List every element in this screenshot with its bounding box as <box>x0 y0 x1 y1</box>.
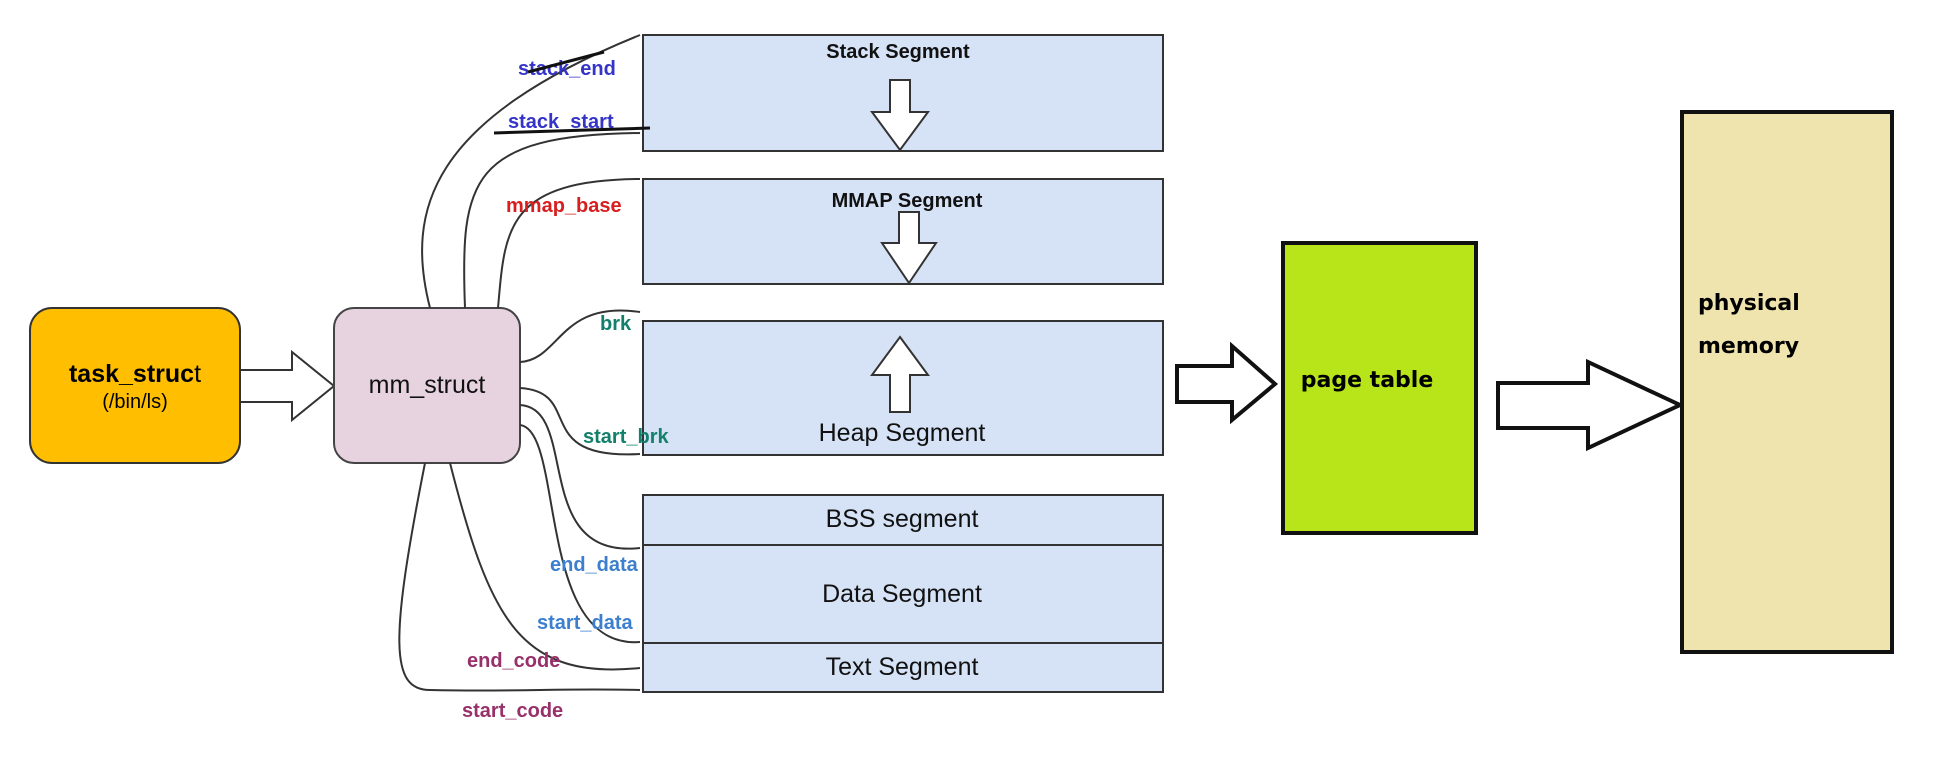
pointer-curves <box>398 34 641 692</box>
curve-start-code <box>398 462 641 692</box>
start-data-label: start_data <box>537 612 633 634</box>
mmap-segment-label: MMAP Segment <box>832 190 983 212</box>
stack-segment: Stack Segment <box>642 34 1164 152</box>
mm-struct-shape <box>333 307 521 464</box>
heap-segment-label: Heap Segment <box>819 419 986 447</box>
bss-segment-box <box>642 494 1164 546</box>
arrow-task-to-mm <box>239 349 336 423</box>
page-table-shape <box>1281 241 1478 535</box>
mm-struct-box: mm_struct <box>333 307 521 464</box>
end-code-label: end_code <box>467 650 560 672</box>
curve-start-data <box>519 424 641 644</box>
task-struct-box: task_struct (/bin/ls) <box>29 307 241 464</box>
curve-end-data <box>519 404 641 550</box>
page-table-box: page table <box>1281 241 1478 535</box>
stack-segment-label: Stack Segment <box>826 41 970 63</box>
physical-memory-box: physical memory <box>1680 110 1894 654</box>
mm-struct-label: mm_struct <box>369 371 486 399</box>
curve-brk <box>519 309 641 363</box>
brk-label: brk <box>600 313 632 335</box>
mmap-segment: MMAP Segment <box>642 178 1164 285</box>
text-segment-box <box>642 642 1164 693</box>
stack-end-underline <box>527 50 605 74</box>
text-segment: Text Segment <box>642 642 1164 693</box>
arrow-page-table-to-physical-memory <box>1496 358 1685 452</box>
bss-segment: BSS segment <box>642 494 1164 546</box>
mmap-base-label: mmap_base <box>506 195 622 217</box>
physical-memory-shape <box>1680 110 1894 654</box>
bss-segment-label: BSS segment <box>826 505 979 533</box>
arrow-segments-to-page-table <box>1175 341 1279 425</box>
page-table-label: page table <box>1301 368 1434 393</box>
task-struct-subtitle: (/bin/ls) <box>102 391 168 413</box>
physical-memory-line1: physical <box>1698 291 1800 316</box>
end-data-label: end_data <box>550 554 639 576</box>
curve-start-brk <box>519 387 641 456</box>
physical-memory-line2: memory <box>1698 334 1799 359</box>
curve-stack-end <box>421 34 641 309</box>
stack-start-underline <box>493 126 651 135</box>
text-segment-label: Text Segment <box>826 653 979 681</box>
curve-stack-start <box>463 132 641 309</box>
stack-start-label: stack_start <box>508 111 614 133</box>
heap-up-arrow <box>870 335 930 413</box>
heap-segment: Heap Segment <box>642 320 1164 456</box>
start-code-label: start_code <box>462 700 563 722</box>
start-brk-label: start_brk <box>583 426 669 448</box>
stack-down-arrow <box>870 79 930 152</box>
curve-mmap-base <box>497 178 641 309</box>
task-struct-title: task_struct <box>69 360 201 388</box>
data-segment-box <box>642 544 1164 644</box>
data-segment: Data Segment <box>642 544 1164 644</box>
mmap-down-arrow <box>880 211 938 285</box>
stack-end-label: stack_end <box>518 58 616 80</box>
curve-end-code <box>449 462 641 671</box>
data-segment-label: Data Segment <box>822 580 982 608</box>
